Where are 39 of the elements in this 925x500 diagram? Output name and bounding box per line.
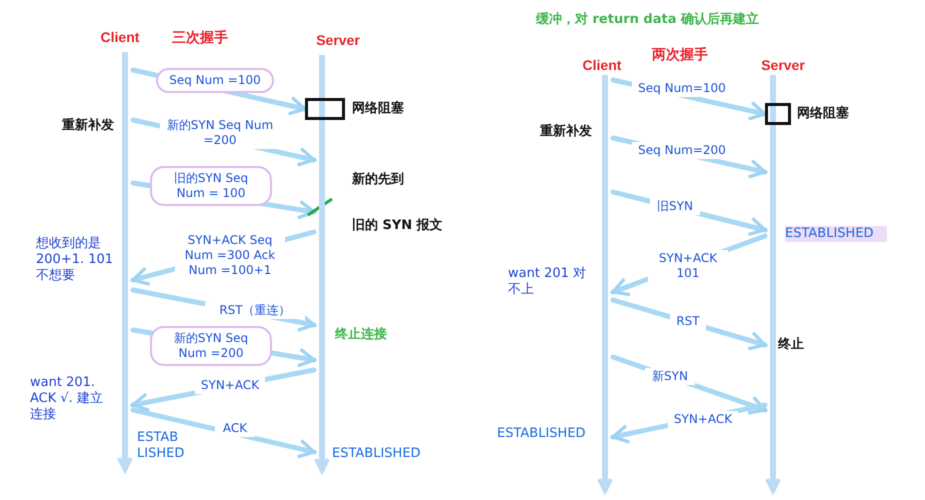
note-text: want 201 对不上 bbox=[508, 266, 588, 298]
column-heading: Client bbox=[90, 28, 150, 46]
column-heading: Server bbox=[308, 31, 368, 49]
note-text: 旧的 SYN 报文 bbox=[352, 218, 444, 234]
message-arrow bbox=[130, 408, 316, 458]
edge-label: 旧SYN bbox=[650, 198, 700, 215]
edge-label: Seq Num =100 bbox=[156, 68, 274, 93]
edge-label: SYN+ACK bbox=[195, 377, 265, 394]
note-text: 想收到的是 200+1. 101不想要 bbox=[36, 236, 114, 284]
blocked-box bbox=[305, 98, 345, 120]
diagram-heading: 三次握手 bbox=[171, 28, 229, 46]
lifeline bbox=[597, 75, 613, 493]
edge-label: RST（重连） bbox=[205, 302, 305, 319]
note-text: 缓冲，对 return data 确认后再建立 bbox=[536, 12, 760, 28]
note-text: ESTABLISHED bbox=[785, 226, 887, 242]
edge-label: 新SYN bbox=[645, 368, 695, 385]
edge-label: SYN+ACK bbox=[668, 411, 738, 428]
lifeline bbox=[117, 52, 133, 472]
box-caption: 网络阻塞 bbox=[797, 106, 849, 122]
column-heading: Client bbox=[572, 56, 632, 74]
note-text: 重新补发 bbox=[62, 118, 115, 134]
note-text: ESTABLISHED bbox=[332, 446, 422, 462]
blocked-box bbox=[765, 103, 791, 125]
edge-label: RST bbox=[670, 313, 706, 330]
note-text: want 201. ACK √. 建立连接 bbox=[30, 375, 104, 423]
edge-label: 新的SYN Seq Num =200 bbox=[150, 326, 272, 366]
note-text: ESTABLISHED bbox=[497, 426, 587, 442]
box-caption: 网络阻塞 bbox=[352, 101, 404, 117]
diagram-heading: 两次握手 bbox=[651, 45, 709, 63]
edge-label: SYN+ACK 101 bbox=[648, 250, 728, 282]
edge-label: ACK bbox=[215, 420, 255, 437]
note-text: 终止连接 bbox=[335, 327, 388, 343]
note-text: 新的先到 bbox=[352, 172, 405, 188]
note-text: 终止 bbox=[778, 337, 805, 353]
note-text: 重新补发 bbox=[540, 124, 593, 140]
lifeline bbox=[314, 55, 330, 473]
note-text: ESTAB LISHED bbox=[137, 430, 186, 462]
edge-label: 旧的SYN Seq Num = 100 bbox=[150, 166, 272, 206]
column-heading: Server bbox=[753, 56, 813, 74]
